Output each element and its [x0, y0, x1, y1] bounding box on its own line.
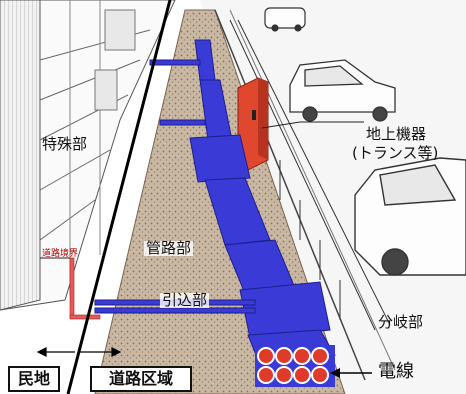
service-pipe: [69, 257, 101, 320]
label-cable: 電線: [378, 361, 414, 382]
label-private-land: 民地: [8, 366, 60, 392]
cable-pointer: [330, 368, 372, 378]
label-conduit-section: 管路部: [144, 239, 194, 257]
transformer-box: [237, 77, 269, 171]
label-service-entry: 引込部: [160, 291, 210, 309]
car-near: [354, 157, 466, 276]
boundary-line: [66, 0, 172, 394]
boundary-arrows: [36, 347, 122, 357]
car-middle: [289, 59, 396, 122]
label-ground-equipment-sub: (トランス等): [352, 144, 439, 162]
building: [0, 0, 176, 311]
label-road-boundary: 道路境界: [42, 249, 79, 259]
cable-bundle: [255, 345, 335, 387]
car-distant: [264, 7, 306, 32]
guard-rail: [229, 19, 391, 331]
label-special-section: 特殊部: [42, 135, 88, 153]
label-branch-section: 分岐部: [378, 313, 424, 331]
label-ground-equipment: 地上機器: [366, 125, 427, 143]
label-road-area: 道路区域: [90, 366, 192, 392]
